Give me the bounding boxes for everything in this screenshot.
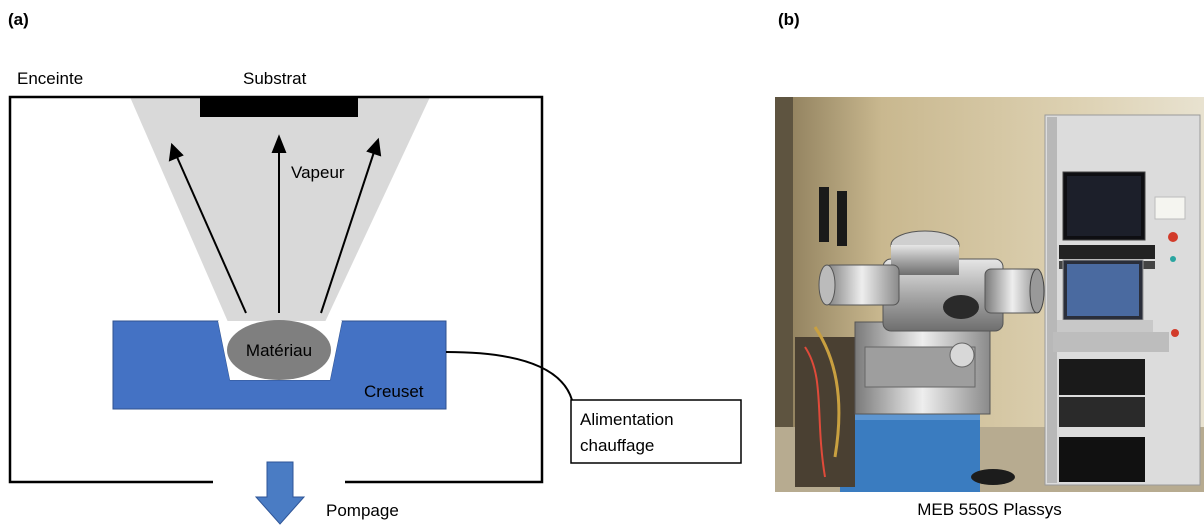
pumping-label: Pompage bbox=[326, 501, 399, 520]
substrate-label: Substrat bbox=[243, 69, 307, 88]
vapor-arrows bbox=[168, 134, 382, 314]
material-label: Matériau bbox=[246, 341, 312, 360]
power-supply-box bbox=[570, 399, 742, 464]
power-label-line1: Alimentation bbox=[580, 410, 674, 429]
substrate bbox=[200, 97, 358, 117]
panel-b-label: (b) bbox=[778, 10, 800, 29]
power-label-line2: chauffage bbox=[580, 436, 654, 455]
evaporation-diagram: Enceinte Substrat Vapeur Matériau Creuse… bbox=[8, 69, 742, 525]
panel-a-label: (a) bbox=[8, 10, 29, 29]
material-ellipse bbox=[227, 320, 331, 380]
evaporator-photo bbox=[775, 97, 1204, 492]
chamber-label: Enceinte bbox=[17, 69, 83, 88]
photo-caption: MEB 550S Plassys bbox=[917, 500, 1062, 519]
pumping-arrow bbox=[254, 461, 306, 525]
vapor-label: Vapeur bbox=[291, 163, 345, 182]
crucible-label: Creuset bbox=[364, 382, 424, 401]
heating-cable bbox=[445, 351, 573, 401]
